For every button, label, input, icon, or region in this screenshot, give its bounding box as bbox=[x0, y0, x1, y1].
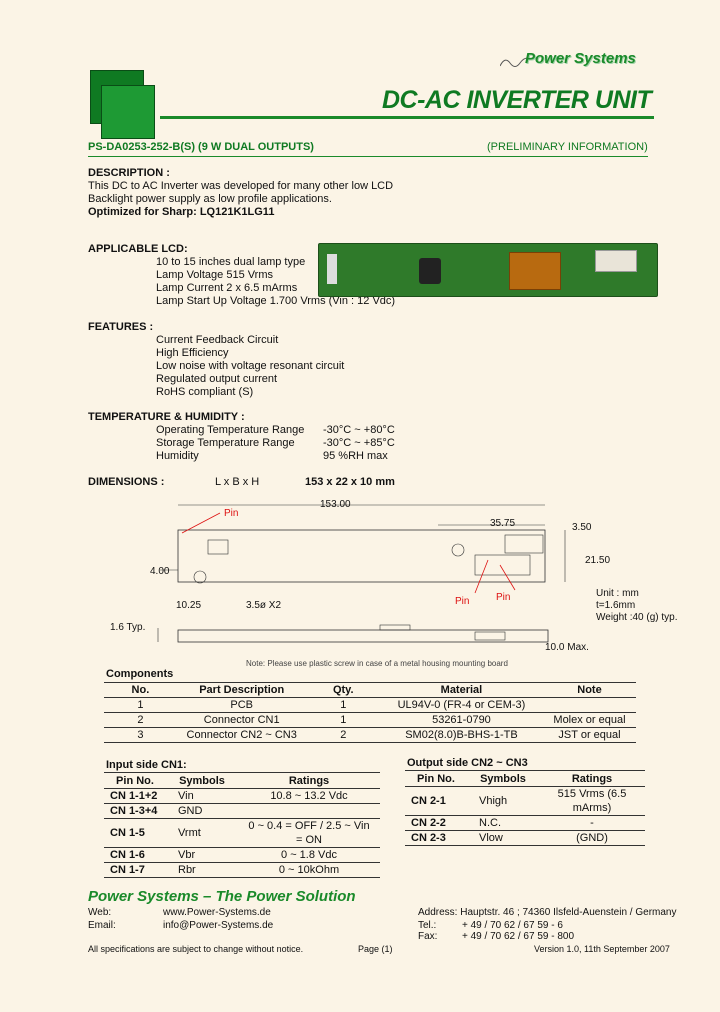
col-header: Symbols bbox=[480, 773, 526, 785]
applicable-line: Lamp Start Up Voltage 1.700 Vrms (Vin : … bbox=[156, 295, 396, 307]
footer-title: Power Systems – The Power Solution bbox=[88, 888, 356, 905]
address: Address: Hauptstr. 46 ; 74360 Ilsfeld-Au… bbox=[418, 907, 677, 918]
feature-item: High Efficiency bbox=[156, 347, 229, 359]
output-heading: Output side CN2 ~ CN3 bbox=[407, 757, 528, 769]
model-divider bbox=[88, 156, 648, 157]
page-number: Page (1) bbox=[358, 944, 393, 954]
description-line-2: Backlight power supply as low profile ap… bbox=[88, 193, 332, 205]
description-line-1: This DC to AC Inverter was developed for… bbox=[88, 180, 394, 192]
table-rule bbox=[104, 772, 380, 773]
dim-3-50: 3.50 bbox=[572, 522, 592, 533]
dim-4-00: 4.00 bbox=[150, 566, 170, 577]
col-header: No. bbox=[131, 684, 150, 696]
fax: + 49 / 70 62 / 67 59 - 800 bbox=[462, 931, 575, 942]
dim-10-25: 10.25 bbox=[176, 600, 202, 611]
unit-weight: Weight :40 (g) typ. bbox=[596, 612, 678, 623]
temp-value: -30°C ~ +80°C bbox=[323, 424, 395, 436]
dim-length: 153.00 bbox=[320, 499, 351, 510]
dimensions-value: 153 x 22 x 10 mm bbox=[305, 476, 395, 488]
temp-value: -30°C ~ +85°C bbox=[323, 437, 395, 449]
col-header: Ratings bbox=[571, 773, 613, 785]
pin-label: Pin bbox=[496, 592, 511, 603]
description-line-3: Optimized for Sharp: LQ121K1LG11 bbox=[88, 206, 275, 218]
disclaimer: All specifications are subject to change… bbox=[88, 944, 304, 954]
applicable-line: Lamp Current 2 x 6.5 mArms bbox=[156, 282, 298, 294]
email-label: Email: bbox=[88, 920, 116, 931]
unit-label: Unit : mm bbox=[596, 588, 639, 599]
dimensions-lbh: L x B x H bbox=[215, 476, 260, 488]
brand-logo: Power Systems bbox=[525, 50, 636, 67]
col-header: Note bbox=[577, 684, 602, 696]
dim-hole: 3.5ø X2 bbox=[246, 600, 282, 611]
col-header: Ratings bbox=[288, 775, 330, 787]
features-heading: FEATURES : bbox=[88, 321, 154, 333]
table-rule bbox=[104, 682, 636, 683]
dimension-drawing bbox=[157, 504, 566, 643]
preliminary-note: (PRELIMINARY INFORMATION) bbox=[487, 141, 648, 153]
web-link[interactable]: www.Power-Systems.de bbox=[163, 907, 271, 918]
table-rule bbox=[405, 770, 645, 771]
wave-icon bbox=[500, 57, 530, 67]
pcb-thickness: t=1.6mm bbox=[596, 600, 636, 611]
temp-value: 95 %RH max bbox=[323, 450, 388, 462]
feature-item: Low noise with voltage resonant circuit bbox=[156, 360, 345, 372]
mounting-note: Note: Please use plastic screw in case o… bbox=[246, 659, 508, 668]
tel: + 49 / 70 62 / 67 59 - 6 bbox=[462, 920, 563, 931]
version: Version 1.0, 11th September 2007 bbox=[534, 944, 670, 954]
components-heading: Components bbox=[106, 668, 174, 680]
dim-typ: 1.6 Typ. bbox=[110, 622, 146, 633]
model-number: PS-DA0253-252-B(S) (9 W DUAL OUTPUTS) bbox=[88, 141, 314, 153]
dimensions-heading: DIMENSIONS : bbox=[88, 476, 165, 488]
pcb-photo bbox=[318, 243, 658, 297]
applicable-line: Lamp Voltage 515 Vrms bbox=[156, 269, 273, 281]
pin-label: Pin bbox=[224, 508, 239, 519]
col-header: Qty. bbox=[332, 684, 354, 696]
dim-35-75: 35.75 bbox=[490, 518, 516, 529]
pin-label: Pin bbox=[455, 596, 470, 607]
web-label: Web: bbox=[88, 907, 112, 918]
fax-label: Fax: bbox=[418, 931, 438, 942]
feature-item: Regulated output current bbox=[156, 373, 278, 385]
col-header: Pin No. bbox=[116, 775, 154, 787]
feature-item: Current Feedback Circuit bbox=[156, 334, 279, 346]
col-header: Material bbox=[440, 684, 483, 696]
col-header: Pin No. bbox=[417, 773, 455, 785]
tel-label: Tel.: bbox=[418, 920, 437, 931]
logo-square-front bbox=[101, 85, 155, 139]
col-header: Symbols bbox=[179, 775, 225, 787]
temp-label: Humidity bbox=[156, 450, 199, 462]
title-divider bbox=[160, 116, 654, 119]
applicable-heading: APPLICABLE LCD: bbox=[88, 243, 188, 255]
email-link[interactable]: info@Power-Systems.de bbox=[163, 920, 274, 931]
temp-label: Operating Temperature Range bbox=[156, 424, 305, 436]
feature-item: RoHS compliant (S) bbox=[156, 386, 254, 398]
input-heading: Input side CN1: bbox=[106, 759, 187, 771]
page-title: DC-AC INVERTER UNIT bbox=[382, 86, 652, 114]
description-heading: DESCRIPTION : bbox=[88, 167, 170, 179]
temp-label: Storage Temperature Range bbox=[156, 437, 295, 449]
applicable-line: 10 to 15 inches dual lamp type bbox=[156, 256, 306, 268]
col-header: Part Description bbox=[199, 684, 285, 696]
dim-21-50: 21.50 bbox=[585, 555, 611, 566]
dim-max: 10.0 Max. bbox=[545, 642, 589, 653]
temperature-heading: TEMPERATURE & HUMIDITY : bbox=[88, 411, 245, 423]
components-table: No. Part Description Qty. Material Note … bbox=[104, 683, 636, 743]
